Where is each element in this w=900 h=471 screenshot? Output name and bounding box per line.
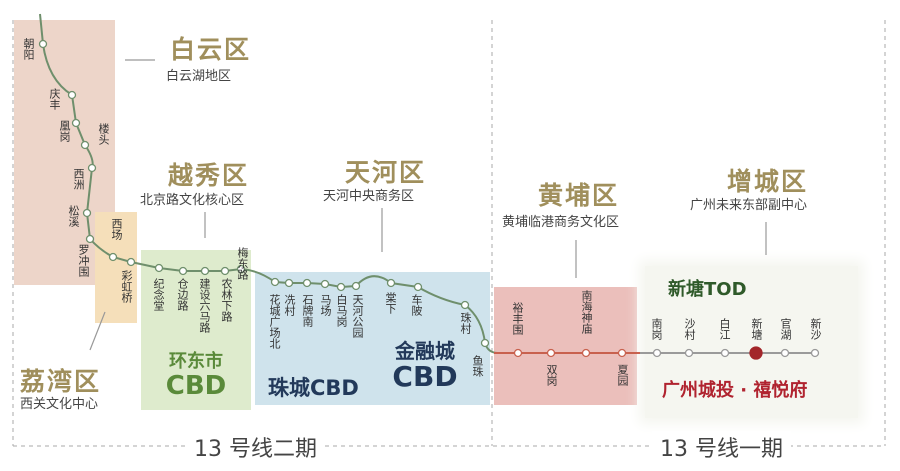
station-label: 棠下 <box>384 292 397 314</box>
station-dot <box>126 257 136 267</box>
station-label: 南海神庙 <box>580 290 593 334</box>
station-dot <box>200 266 210 276</box>
station-label: 冼村 <box>283 294 296 316</box>
station-dot <box>71 118 81 128</box>
station-dot <box>351 281 361 291</box>
station-label: 珠村 <box>459 312 472 334</box>
huandong-line1: 环东市 <box>169 351 223 372</box>
district-huangpu-sub: 黄埔临港商务文化区 <box>502 215 620 230</box>
station-dot <box>80 140 90 150</box>
station-label: 沙村 <box>683 318 696 340</box>
station-dot <box>413 282 423 292</box>
station-dot <box>336 282 346 292</box>
station-label: 凰岗 <box>58 120 71 142</box>
station-label: 庆丰 <box>48 88 61 110</box>
station-dot <box>480 338 490 348</box>
liwan-leader <box>89 311 106 351</box>
district-tianhe-sub: 天河中央商务区 <box>323 189 415 204</box>
station-label: 白马岗 <box>335 294 348 327</box>
station-dot <box>85 234 95 244</box>
xintang-tod-label: 新塘TOD <box>668 279 747 300</box>
station-dot <box>652 348 662 358</box>
station-label: 彩虹桥 <box>120 270 133 303</box>
station-label: 夏园 <box>616 364 629 386</box>
huandong-line2: CBD <box>165 371 227 401</box>
huandong-cbd-region <box>141 250 251 410</box>
station-label: 西场 <box>110 218 123 240</box>
station-dot <box>546 348 556 358</box>
station-dot <box>386 278 396 288</box>
station-dot <box>581 348 591 358</box>
station-dot <box>108 252 118 262</box>
line-13-phase2-track <box>39 13 499 354</box>
station-dot <box>810 348 820 358</box>
station-dot <box>284 278 294 288</box>
station-label: 花城广场北 <box>268 294 281 349</box>
district-yuexiu-sub: 北京路文化核心区 <box>140 193 245 208</box>
district-yuexiu: 越秀区 <box>168 161 250 190</box>
station-dot <box>82 208 92 218</box>
xintang-tod-region <box>645 266 858 418</box>
station-dot <box>720 348 730 358</box>
station-label: 新沙 <box>809 318 822 340</box>
station-dot <box>320 279 330 289</box>
station-dot <box>67 90 77 100</box>
station-label: 建设六马路 <box>198 278 211 333</box>
station-dot <box>87 163 97 173</box>
station-label: 仓边路 <box>176 278 189 311</box>
project-label: 广州城投 · 禧悦府 <box>662 380 808 401</box>
station-dot <box>460 300 470 310</box>
station-dot <box>780 348 790 358</box>
station-label: 白江 <box>718 318 731 340</box>
district-liwan-sub: 西关文化中心 <box>20 397 99 412</box>
jinrong-cbd-label: 金融城 CBD <box>385 340 465 392</box>
zhucheng-cbd-region <box>255 272 490 405</box>
station-dot <box>270 277 280 287</box>
district-baiyun: 白云区 <box>170 35 252 64</box>
district-zengcheng: 增城区 <box>727 167 809 196</box>
station-label: 纪念堂 <box>152 278 165 311</box>
station-label: 西洲 <box>72 168 85 190</box>
station-label: 马场 <box>319 294 332 316</box>
station-dot <box>749 346 763 360</box>
station-dot <box>38 39 48 49</box>
huangpu-region <box>494 287 637 405</box>
station-label: 双岗 <box>545 364 558 386</box>
jinrong-line2: CBD <box>392 360 458 393</box>
huandong-cbd-label: 环东市 CBD <box>141 351 251 401</box>
station-label: 罗冲围 <box>77 244 90 277</box>
station-label: 官湖 <box>779 318 792 340</box>
district-tianhe: 天河区 <box>345 158 427 187</box>
station-dot <box>513 348 523 358</box>
phase1-label: 13 号线一期 <box>652 431 791 463</box>
station-label: 裕丰围 <box>511 302 524 335</box>
station-label: 楼头 <box>97 123 110 145</box>
district-huangpu: 黄埔区 <box>538 181 620 210</box>
station-dot <box>617 348 627 358</box>
station-label: 石牌南 <box>301 294 314 327</box>
station-label: 松溪 <box>67 205 80 227</box>
district-zengcheng-sub: 广州未来东部副中心 <box>690 198 808 213</box>
district-liwan: 荔湾区 <box>20 367 102 396</box>
station-label: 朝阳 <box>22 38 35 60</box>
station-label: 农林下路 <box>220 278 233 322</box>
zhucheng-cbd-label: 珠城CBD <box>268 376 359 400</box>
station-dot <box>236 264 246 274</box>
jinrong-line1: 金融城 <box>395 339 455 363</box>
station-dot <box>178 266 188 276</box>
station-dot <box>302 278 312 288</box>
station-label: 鱼珠 <box>471 355 484 377</box>
district-baiyun-sub: 白云湖地区 <box>166 69 232 84</box>
phase2-label: 13 号线二期 <box>186 431 325 463</box>
liwan-region <box>95 212 137 323</box>
station-dot <box>684 348 694 358</box>
station-label: 南岗 <box>650 318 663 340</box>
station-dot <box>154 263 164 273</box>
station-label: 天河公园 <box>351 294 364 338</box>
station-label: 新塘 <box>750 318 763 340</box>
station-dot <box>220 266 230 276</box>
station-label: 梅东路 <box>236 247 249 280</box>
station-label: 车陂 <box>410 294 423 316</box>
